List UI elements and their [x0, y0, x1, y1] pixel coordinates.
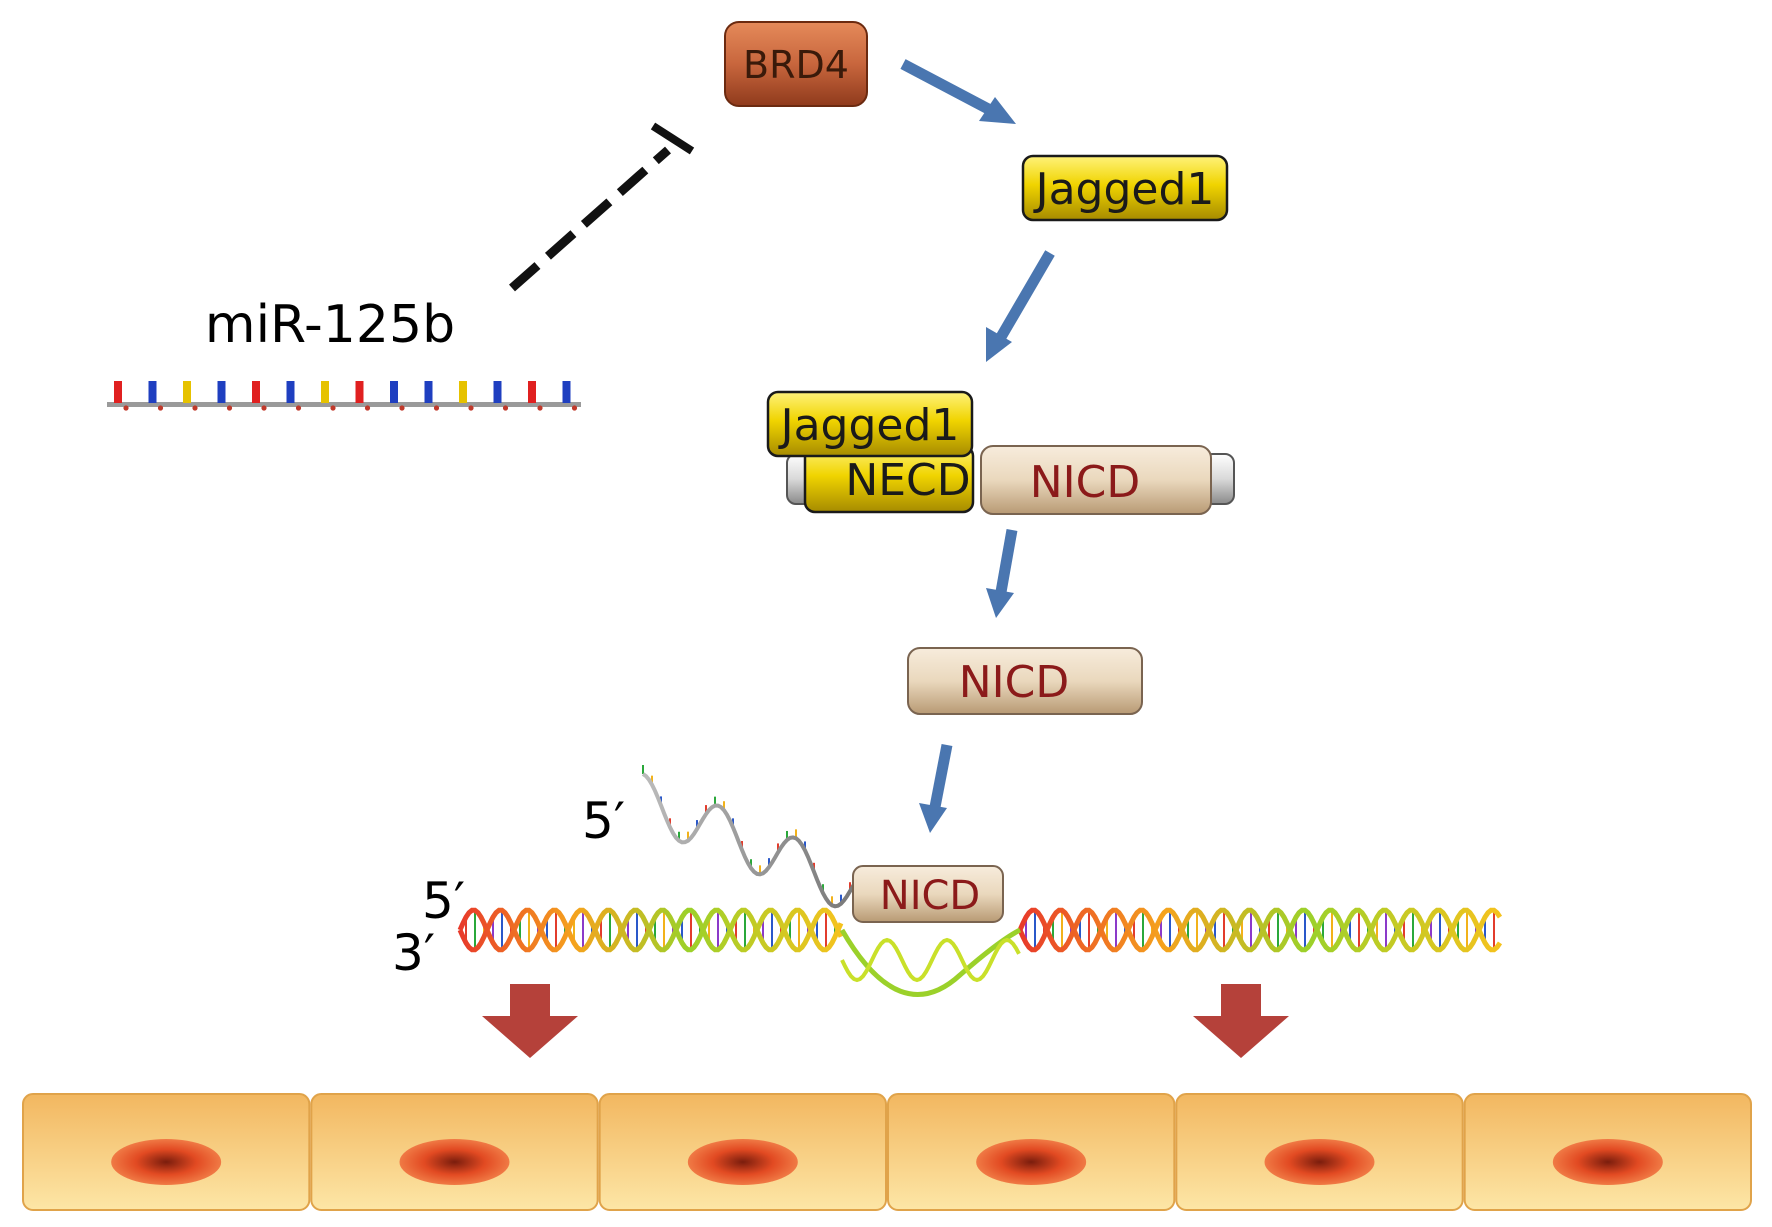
cell-nucleus [1264, 1139, 1375, 1185]
dna-strand-b [1017, 907, 1503, 953]
mirna-base [286, 381, 295, 403]
mirna-node [192, 405, 198, 411]
arrow-jagged1-to-complex [986, 250, 1055, 362]
dna-helix-right [1017, 907, 1503, 953]
dna-5prime-label: 5′ [422, 872, 465, 930]
down-arrow-right [1193, 984, 1289, 1058]
arrow-brd4-to-jagged1 [900, 59, 1016, 124]
dna-open-strand-wave [840, 937, 1021, 983]
rna-transcript [641, 765, 861, 909]
cell-nucleus [1552, 1139, 1663, 1185]
mirna-base [493, 381, 502, 403]
nicd-free-box: NICD [907, 647, 1143, 715]
brd4-label: BRD4 [743, 43, 849, 87]
rna-backbone [641, 772, 861, 909]
mirna-node [157, 405, 164, 411]
cell-layer [22, 1093, 1752, 1211]
mirna-node [226, 405, 233, 411]
rna-5prime-label: 5′ [582, 792, 625, 850]
inhibition-line [509, 122, 695, 292]
jagged1-bound-box: Jagged1 [766, 390, 974, 458]
nicd-free-label: NICD [959, 657, 1070, 708]
mirna-label: miR-125b [205, 295, 455, 355]
mirna-node [261, 405, 267, 411]
mirna-node [502, 405, 509, 411]
mirna-base [562, 381, 571, 403]
nicd-dna-label: NICD [880, 873, 980, 919]
down-arrow-left [482, 984, 578, 1058]
arrow-complex-to-nicd [986, 529, 1018, 618]
mirna-node [123, 405, 129, 411]
dna-strand-b [457, 907, 844, 953]
mirna-node [468, 405, 474, 411]
mirna-node [571, 405, 578, 411]
cell [598, 1093, 888, 1211]
cell [22, 1093, 311, 1211]
jagged1-label: Jagged1 [1033, 164, 1215, 215]
dna-helix [457, 907, 1503, 998]
mirna-backbone [107, 402, 581, 407]
necd-label: NECD [845, 455, 970, 506]
jagged1-box: Jagged1 [1021, 154, 1229, 222]
dna-3prime-label: 3′ [392, 924, 435, 982]
mirna-base [148, 381, 157, 403]
notch-receptor-complex: NECD NICD Jagged1 [766, 390, 1235, 515]
mirna-base [424, 381, 433, 403]
mirna-base [528, 381, 536, 403]
mirna-base [217, 381, 226, 403]
arrow-nicd-to-dna [919, 743, 953, 833]
cell-nucleus [399, 1139, 510, 1185]
mirna-base [321, 381, 329, 403]
jagged1-bound-label: Jagged1 [778, 400, 960, 451]
mirna-base [355, 381, 364, 403]
dna-helix-left [457, 907, 844, 953]
cell-nucleus [687, 1139, 798, 1185]
cell [887, 1093, 1176, 1211]
mirna-base [183, 381, 191, 403]
mirna-base [390, 381, 398, 403]
nicd-receptor-segment: NICD [980, 445, 1212, 515]
mirna-strand [107, 381, 581, 411]
cell [1175, 1093, 1464, 1211]
cell [1463, 1093, 1752, 1211]
nicd-dna-box: NICD [852, 865, 1004, 923]
dna-strand-a [457, 907, 844, 953]
mirna-node [399, 405, 405, 411]
cell [310, 1093, 599, 1211]
cell-nucleus [111, 1139, 222, 1185]
nicd-receptor-label: NICD [1030, 457, 1141, 508]
mirna-node [537, 405, 543, 411]
mirna-node [330, 405, 336, 411]
mirna-node [295, 405, 302, 411]
brd4-box: BRD4 [724, 21, 868, 107]
mirna-base [114, 381, 122, 403]
cell-nucleus [976, 1139, 1087, 1185]
mirna-node [433, 405, 440, 411]
mirna-base [459, 381, 467, 403]
mirna-node [364, 405, 371, 411]
mirna-base [252, 381, 260, 403]
